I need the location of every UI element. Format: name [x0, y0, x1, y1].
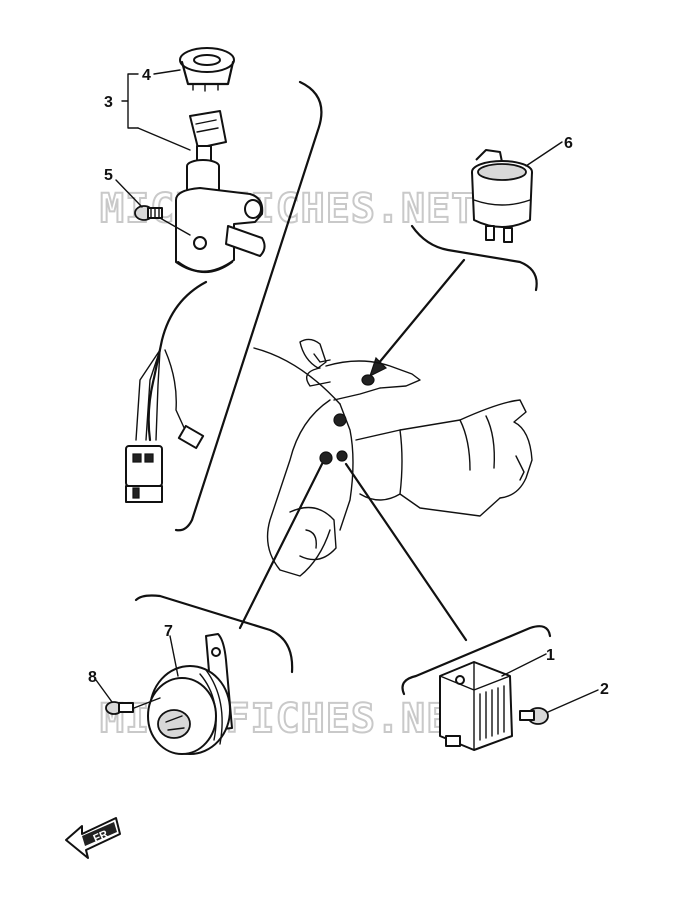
callout-5: 5 [104, 167, 113, 184]
front-arrow-label: FR [92, 828, 110, 845]
panel-boundary-relay [410, 224, 538, 292]
horn-mount-dot [319, 451, 333, 465]
horn-bolt-icon [105, 701, 134, 715]
screw-icon [134, 205, 163, 221]
callout-6: 6 [564, 135, 573, 152]
leader-5-body [159, 217, 191, 236]
key-cap-icon [179, 47, 235, 92]
leader-2 [547, 689, 599, 713]
harness-wire-main [147, 280, 208, 442]
horn-group: 7 8 [88, 594, 294, 755]
panel-boundary-regulator [401, 625, 552, 696]
callout-7: 7 [164, 623, 173, 640]
harness-wire-bundle [135, 349, 161, 441]
callout-2: 2 [600, 681, 609, 698]
leader-5 [115, 179, 143, 208]
leader-4 [153, 69, 181, 75]
callout-1: 1 [546, 647, 555, 664]
leader-8-body [133, 697, 161, 709]
harness-wire-branch [164, 349, 187, 433]
horn-icon [147, 633, 233, 755]
scooter-outline [253, 338, 533, 577]
pointer-line-horn [238, 462, 324, 630]
panel-boundary-left [174, 80, 323, 532]
leader-1 [501, 653, 547, 677]
switch-mount-dot [333, 413, 347, 427]
pointer-line-relay [376, 258, 466, 366]
regulator-bolt-icon [519, 707, 549, 725]
regulator-group: 1 2 [401, 625, 609, 751]
regulator-icon [439, 661, 513, 751]
leader-7 [169, 635, 179, 677]
callout-3: 3 [104, 94, 113, 111]
leader-8 [95, 679, 113, 703]
connector-plug-small-icon [177, 424, 205, 450]
panel-boundary-horn [134, 594, 294, 674]
scooter-pointer-from-switch [253, 347, 341, 405]
callout-4: 4 [142, 67, 151, 84]
pointer-arrowhead-relay [368, 356, 388, 378]
pointer-line-regulator [344, 462, 468, 642]
front-direction-arrow-icon: FR [65, 817, 121, 859]
ignition-switch-group: 4 3 5 [104, 47, 323, 532]
leader-3 [137, 127, 191, 151]
relay-group: 6 [368, 135, 573, 378]
relay-mount-dot [361, 374, 375, 386]
bracket-3 [121, 73, 139, 129]
ignition-switch-icon [175, 159, 266, 274]
regulator-mount-dot [336, 450, 348, 462]
callout-8: 8 [88, 669, 97, 686]
leader-6 [525, 141, 563, 167]
connector-plug-icon [125, 445, 163, 503]
relay-icon [471, 149, 533, 243]
key-icon [189, 110, 227, 167]
